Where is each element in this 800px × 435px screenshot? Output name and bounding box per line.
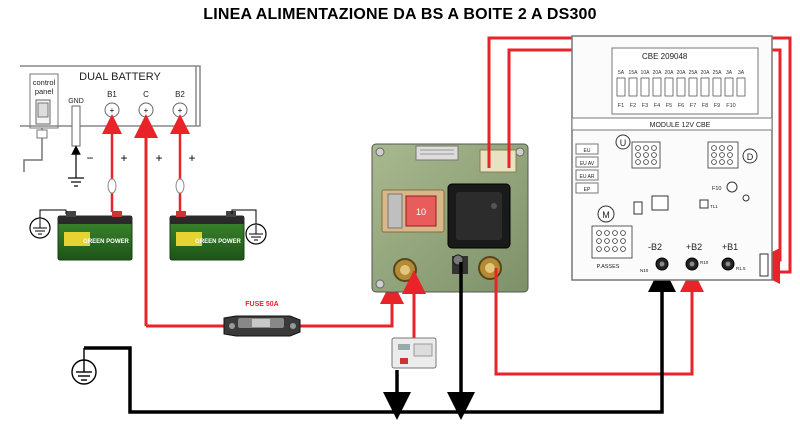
terminal-b1-label: B1: [107, 90, 117, 99]
cbe-fuse-rating-7: 25A: [689, 70, 699, 76]
cbe-fuse-rating-3: 10A: [641, 70, 651, 76]
cbe-module-label: MODULE 12V CBE: [650, 122, 711, 129]
battery-1: GREEN POWER: [57, 211, 133, 261]
cbe-side-eu-av: EU AV: [580, 161, 595, 167]
c-to-relay-wire: [134, 114, 404, 328]
cbe-fuse-name-8: F8: [702, 103, 708, 109]
cbe-fuse-rating-2: 15A: [629, 70, 639, 76]
relay-fuse-tag: 10: [416, 207, 426, 217]
fuse-50a: FUSE 50A: [223, 301, 301, 337]
battery-1-wire: [102, 114, 122, 212]
ground-wire: [84, 262, 676, 420]
voltage-monitor: [391, 270, 437, 369]
polarity-c: +: [155, 151, 162, 165]
dual-battery-unit: DUAL BATTERY control panel GND B1 C B2 +…: [20, 65, 201, 172]
battery-2-ground-symbol: [231, 209, 267, 245]
cbe-fuse-name-6: F6: [678, 103, 684, 109]
svg-text:+: +: [144, 106, 149, 115]
cbe-terminal-minus-b2-label: -B2: [648, 242, 662, 252]
cbe-header: CBE 209048: [642, 52, 688, 61]
polarity-b2: +: [188, 151, 195, 165]
cbe-fuse-rating-5: 20A: [665, 70, 675, 76]
control-panel-label-1: control: [33, 78, 56, 87]
cbe-d-pins: [707, 141, 739, 169]
polarity-gnd: −: [86, 151, 93, 165]
svg-text:+: +: [178, 106, 183, 115]
cbe-m-pins: [591, 225, 633, 259]
cbe-fuse-rating-8: 20A: [701, 70, 711, 76]
terminal-gnd-label: GND: [68, 98, 84, 105]
battery-2-wire: [170, 114, 190, 212]
cbe-terminal-plus-b1: [721, 257, 735, 271]
terminal-b1: +: [104, 102, 120, 118]
cbe-connector-d: D: [747, 152, 754, 162]
cbe-fuse-name-2: F2: [630, 103, 636, 109]
cbe-fuse-name-3: F3: [642, 103, 648, 109]
cbe-terminal-plus-b2: [685, 257, 699, 271]
control-panel-label-2: panel: [35, 87, 54, 96]
terminal-c: +: [138, 102, 154, 118]
dual-battery-ground-wire: [68, 145, 84, 187]
cbe-tag-tl1: TL1: [710, 204, 718, 209]
cbe-fuse-rating-6: 20A: [677, 70, 687, 76]
cbe-connector-m: M: [602, 210, 610, 220]
cbe-fuse-name-1: F1: [618, 103, 624, 109]
cbe-passes-label: P.ASSES: [597, 264, 620, 270]
terminal-b2-label: B2: [175, 90, 185, 99]
cbe-tag-r1-5: R1.5: [736, 266, 746, 271]
cbe-fuse-name-4: F4: [654, 103, 660, 109]
cbe-fuse-rating-9: 25A: [713, 70, 723, 76]
cbe-fuse-name-7: F7: [690, 103, 696, 109]
relay-to-cbe-signal-wires: [487, 36, 792, 284]
cbe-fuse-name-5: F5: [666, 103, 672, 109]
cbe-side-eu-ar: EU AR: [579, 174, 594, 180]
cbe-fuse-rating-4: 20A: [653, 70, 663, 76]
cbe-side-eu: EU: [584, 148, 591, 154]
main-ground-symbol: [71, 348, 97, 385]
cbe-tag-r10: R10: [700, 260, 709, 265]
battery-2-brand: GREEN POWER: [195, 239, 241, 245]
cbe-tag-n10: N10: [640, 268, 649, 273]
diagram-title: LINEA ALIMENTAZIONE DA BS A BOITE 2 A DS…: [203, 6, 597, 23]
cbe-u-pins: [631, 141, 661, 169]
cbe-side-ep: EP: [584, 187, 591, 193]
cbe-fuse-name-9: F9: [714, 103, 720, 109]
cbe-connector-u: U: [620, 138, 627, 148]
battery-1-brand: GREEN POWER: [83, 239, 129, 245]
cbe-terminal-minus-b2: [655, 257, 669, 271]
cbe-fuse-rating-11: 3A: [738, 70, 745, 76]
cbe-fuse-rating-1: 5A: [618, 70, 625, 76]
fuse-label: FUSE 50A: [245, 301, 278, 308]
cbe-f10-label: F10: [712, 186, 721, 192]
cbe-terminal-plus-b1-label: +B1: [722, 242, 738, 252]
dual-battery-heading: DUAL BATTERY: [79, 71, 161, 83]
svg-text:+: +: [110, 106, 115, 115]
control-panel: control panel: [23, 73, 59, 172]
terminal-b2: +: [172, 102, 188, 118]
relay-box: 10: [371, 143, 529, 293]
battery-1-ground-symbol: [29, 209, 67, 239]
cbe-panel: CBE 209048 5A 15A 10A 20A 20A 20A 25A 20…: [571, 35, 773, 281]
terminal-gnd: [71, 105, 81, 147]
cbe-terminal-plus-b2-label: +B2: [686, 242, 702, 252]
terminal-c-label: C: [143, 90, 149, 99]
battery-2: GREEN POWER: [169, 211, 245, 261]
cbe-fuse-rating-10: 3A: [726, 70, 733, 76]
cbe-fuse-slots: [616, 77, 746, 97]
cbe-fuse-name-10: F10: [726, 103, 735, 109]
relay-to-b2-wire: [494, 268, 704, 376]
polarity-b1: +: [120, 151, 127, 165]
